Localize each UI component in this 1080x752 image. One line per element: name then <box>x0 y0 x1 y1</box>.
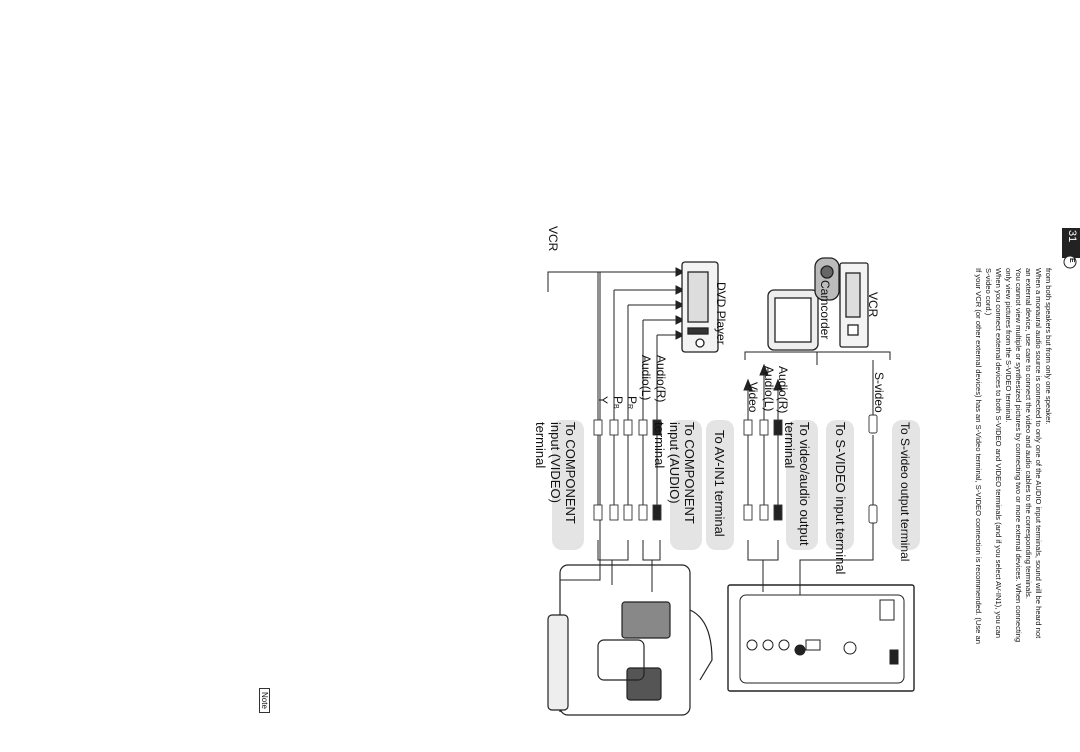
s-video-signal-label: S-video <box>872 372 886 413</box>
camcorder-label: Camcorder <box>818 280 832 340</box>
note-line-4: only view pictures from the S-VIDEO term… <box>1004 268 1013 423</box>
s-video-output-pill <box>892 420 920 550</box>
note-line-3: When you connect external devices to bot… <box>994 268 1003 639</box>
camcorder-drawing <box>767 257 840 351</box>
component-video-label: To COMPONENT input (VIDEO) terminal <box>533 422 578 524</box>
jack-panel <box>739 594 905 684</box>
audio-r-signal-label: Audio(R) <box>654 355 668 403</box>
av-audio-r-signal-label: Audio(R) <box>776 366 790 414</box>
dvd-player-label: DVD Player <box>714 282 728 345</box>
s-video-input-pill <box>826 420 854 550</box>
page-number: 31 <box>1066 230 1078 243</box>
component-audio-label: To COMPONENT input (AUDIO) terminal <box>652 422 697 524</box>
av-audio-l-signal-label: Audio(L) <box>762 366 776 412</box>
s-video-input-label: To S-VIDEO input terminal <box>833 422 848 575</box>
note-line-7: When a monaural audio source is connecte… <box>1034 268 1043 639</box>
pr-signal-label: PR <box>625 396 639 410</box>
note-line-1: If your VCR (or other external devices) … <box>974 268 983 644</box>
bottom-vcr-label: VCR <box>866 292 880 318</box>
note-line-5: You cannot view multiple or synthesized … <box>1014 268 1023 643</box>
note-label: Note <box>259 688 270 713</box>
dvd-player-drawing <box>681 261 719 353</box>
component-video-pill <box>552 420 584 550</box>
vcr-drawing <box>839 262 869 348</box>
av-output-label: To video/audio output terminal <box>782 422 812 546</box>
language-badge: E <box>1068 258 1075 263</box>
s-video-output-label: To S-video output terminal <box>898 422 912 562</box>
page-number-badge <box>1062 228 1080 269</box>
video-signal-label: Video <box>746 382 760 413</box>
av-in1-pill <box>706 420 734 550</box>
note-line-8: from both speakers but from only one spe… <box>1044 268 1053 425</box>
component-audio-pill <box>670 420 702 550</box>
av-in1-label: To AV-IN1 terminal <box>712 430 727 537</box>
note-line-2: S-video cord.) <box>984 268 993 316</box>
note-line-6: an external device, use care to connect … <box>1024 268 1033 599</box>
top-vcr-label: VCR <box>546 226 560 252</box>
av-output-pill <box>786 420 818 550</box>
tv-body <box>547 564 713 716</box>
audio-l-signal-label: Audio(L) <box>639 355 653 401</box>
